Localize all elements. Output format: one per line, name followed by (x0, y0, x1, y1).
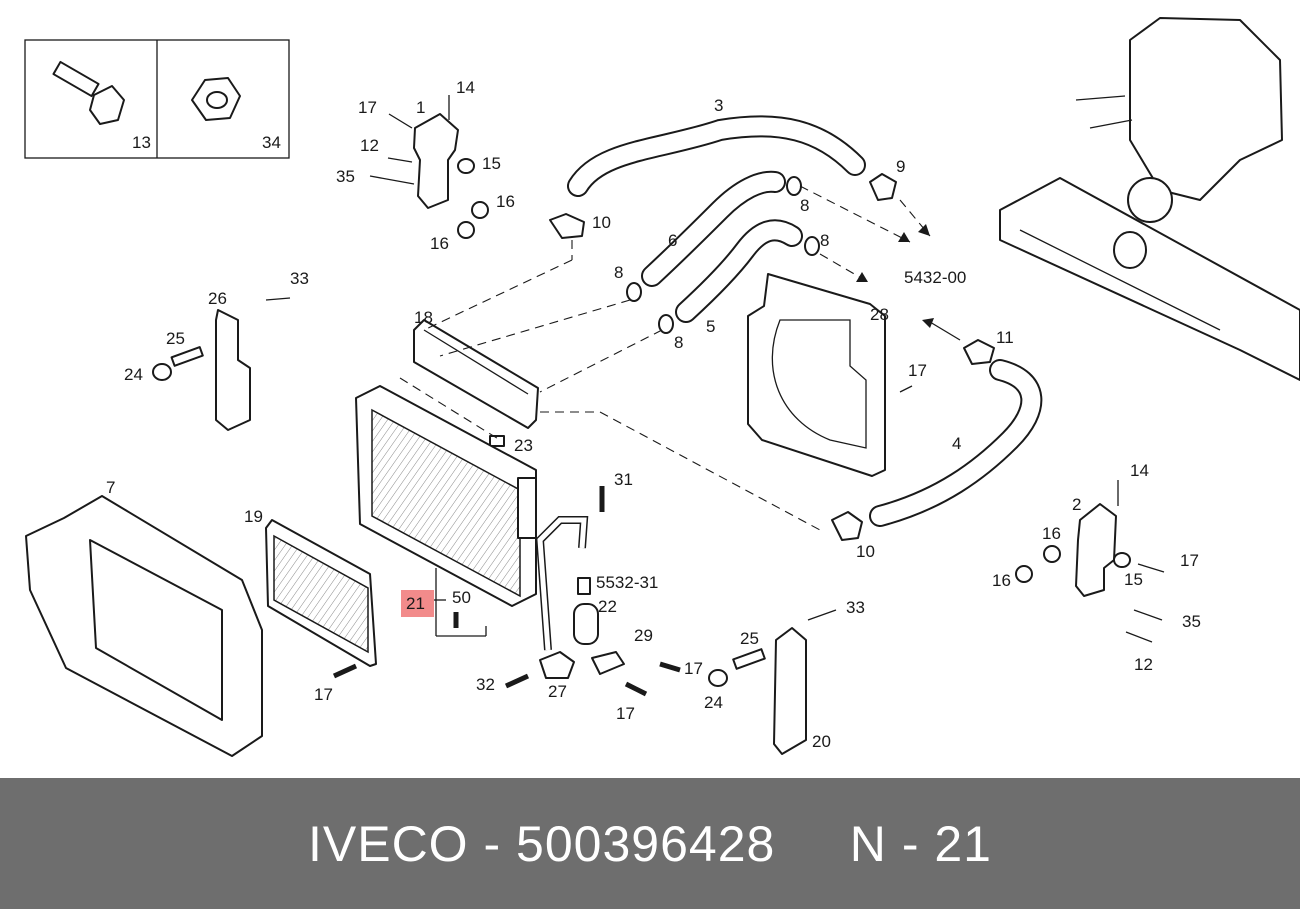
label-8: 8 (820, 231, 829, 250)
label-25: 25 (740, 629, 759, 648)
label-16: 16 (992, 571, 1011, 590)
label-35: 35 (336, 167, 355, 186)
footer-bar: IVECO - 500396428 N - 21 (0, 778, 1300, 909)
label-11: 11 (996, 328, 1014, 347)
label-4: 4 (952, 434, 961, 453)
label-5: 5 (706, 317, 715, 336)
callout-21-bracket (434, 568, 487, 637)
hose-5 (675, 219, 803, 323)
bracket-20 (708, 609, 837, 755)
arrow-markers (856, 224, 961, 341)
label-35: 35 (1182, 612, 1201, 631)
label-17: 17 (314, 685, 333, 704)
label-16: 16 (496, 192, 515, 211)
label-50: 50 (452, 588, 471, 607)
label-23: 23 (514, 436, 533, 455)
label-14: 14 (1130, 461, 1149, 480)
label-17: 17 (1180, 551, 1199, 570)
bracket-1-assembly (369, 95, 489, 239)
label-21: 21 (406, 594, 425, 613)
highlight-part-21 (401, 590, 434, 617)
exploded-view-drawing: 13 34 17 1 14 12 15 35 16 16 3 9 10 8 6 … (24, 17, 1300, 757)
label-5532-31: 5532-31 (596, 573, 658, 592)
label-27: 27 (548, 682, 567, 701)
label-19: 19 (244, 507, 263, 526)
label-12: 12 (360, 136, 379, 155)
clamps (549, 173, 995, 541)
part-labels: 13 34 17 1 14 12 15 35 16 16 3 9 10 8 6 … (106, 78, 1201, 751)
ref-number: 21 (934, 815, 992, 872)
receiver-drier-22 (573, 577, 599, 645)
label-32: 32 (476, 675, 495, 694)
hose-3 (567, 115, 866, 197)
label-17: 17 (358, 98, 377, 117)
nut-34-icon (191, 77, 241, 121)
brand-name: IVECO (307, 815, 469, 872)
ref-prefix: N (849, 815, 887, 872)
bolt-13-icon (52, 60, 125, 125)
separator: - (483, 815, 502, 872)
label-12: 12 (1134, 655, 1153, 674)
label-8: 8 (674, 333, 683, 352)
inset-fasteners-box (24, 39, 290, 159)
label-25: 25 (166, 329, 185, 348)
label-33: 33 (846, 598, 865, 617)
label-1: 1 (416, 98, 425, 117)
label-16: 16 (430, 234, 449, 253)
ac-pipe-27 (535, 516, 625, 679)
label-34: 34 (262, 133, 281, 152)
charge-air-tube-18 (413, 319, 539, 447)
label-8: 8 (614, 263, 623, 282)
radiator-core (355, 385, 537, 607)
label-17: 17 (684, 659, 703, 678)
hose-6 (641, 170, 786, 287)
label-16: 16 (1042, 524, 1061, 543)
engine-sketch (999, 17, 1300, 381)
separator: - (901, 815, 920, 872)
label-24: 24 (704, 693, 723, 712)
bracket-2-assembly (1015, 480, 1165, 643)
label-17: 17 (908, 361, 927, 380)
label-3: 3 (714, 96, 723, 115)
label-15: 15 (1124, 570, 1143, 589)
small-bolts (332, 486, 681, 697)
dashed-leaders (399, 185, 931, 531)
label-14: 14 (456, 78, 475, 97)
condenser-19 (265, 519, 377, 667)
label-15: 15 (482, 154, 501, 173)
label-7: 7 (106, 478, 115, 497)
label-13: 13 (132, 133, 151, 152)
label-28: 28 (870, 305, 889, 324)
label-8: 8 (800, 196, 809, 215)
label-29: 29 (634, 626, 653, 645)
label-26: 26 (208, 289, 227, 308)
front-shroud-7 (25, 495, 263, 757)
label-10: 10 (592, 213, 611, 232)
fan-shroud-28 (747, 273, 913, 477)
label-33: 33 (290, 269, 309, 288)
label-10: 10 (856, 542, 875, 561)
bracket-26 (152, 297, 291, 431)
part-number: 500396428 (516, 815, 776, 872)
label-17: 17 (616, 704, 635, 723)
parts-diagram: 13 34 17 1 14 12 15 35 16 16 3 9 10 8 6 … (24, 17, 1300, 757)
label-2: 2 (1072, 495, 1081, 514)
label-6: 6 (668, 231, 677, 250)
label-20: 20 (812, 732, 831, 751)
hose-4 (869, 359, 1043, 527)
label-9: 9 (896, 157, 905, 176)
label-24: 24 (124, 365, 143, 384)
label-22: 22 (598, 597, 617, 616)
label-5432-00: 5432-00 (904, 268, 966, 287)
label-31: 31 (614, 470, 633, 489)
footer-caption: IVECO - 500396428 N - 21 (0, 778, 1300, 909)
label-18: 18 (414, 308, 433, 327)
